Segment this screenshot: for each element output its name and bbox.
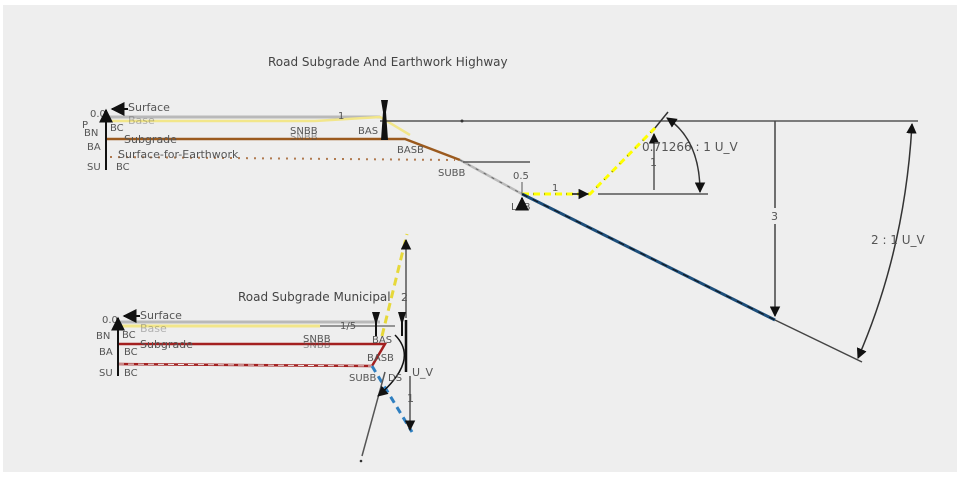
- m-code-bc2-label: BC: [124, 347, 138, 358]
- code-bn-label: BN: [84, 128, 98, 139]
- municipal-extension-line: [361, 371, 386, 457]
- m-uv-label: U_V: [412, 366, 434, 379]
- m-code-bc-label: BC: [122, 330, 136, 341]
- top-width-label: 1: [338, 111, 344, 122]
- m-code-su-label: SU: [99, 368, 113, 379]
- offset-label: 0.5: [513, 171, 529, 182]
- fill-depth-label-bg: [768, 208, 782, 224]
- m-point-bas: BAS: [372, 335, 392, 346]
- point-lab: LAB: [511, 202, 531, 213]
- m-point-ds: DS: [388, 373, 402, 384]
- municipal-depth-label: 1: [407, 392, 414, 405]
- back-slope-extension: [654, 111, 669, 129]
- highway-title: Road Subgrade And Earthwork Highway: [268, 55, 508, 69]
- municipal-angle-arc: [377, 334, 406, 397]
- back-slope-ratio-label: 0.71266 : 1 U_V: [642, 140, 739, 154]
- highway-ditch-line[interactable]: [522, 126, 657, 196]
- highway-subassembly[interactable]: Road Subgrade And Earthwork Highway 0.5 …: [82, 55, 926, 363]
- m-top-ratio-label: 1/5: [340, 321, 356, 332]
- subgrade-label: Subgrade: [124, 133, 177, 146]
- code-00-label: 0.0: [90, 109, 106, 120]
- code-bc-label: BC: [110, 123, 124, 134]
- m-base-label: Base: [140, 322, 167, 335]
- base-label: Base: [128, 114, 155, 127]
- surface-earthwork-label: Surface-for-Earthwork: [118, 148, 239, 161]
- ditch-width-label: 1: [552, 183, 558, 194]
- fill-depth-label: 3: [771, 210, 778, 223]
- municipal-curb-line[interactable]: [380, 233, 409, 337]
- highway-subgrade-line[interactable]: [106, 137, 461, 162]
- canvas-panel: [3, 5, 957, 472]
- municipal-subgrade-outline[interactable]: [117, 342, 388, 368]
- point-snbb-shadow: SNBB: [290, 132, 318, 143]
- m-curb-marker-icon[interactable]: [372, 312, 380, 336]
- code-p-label: P: [82, 120, 88, 131]
- m-subgrade-label: Subgrade: [140, 338, 193, 351]
- fill-slope-ratio-label: 2 : 1 U_V: [871, 233, 926, 247]
- highway-ditch-dots: [522, 127, 656, 195]
- m-code-ba-label: BA: [99, 347, 113, 358]
- m-point-snbb: SNBB: [303, 334, 331, 345]
- m-curb-marker2-icon: [398, 312, 406, 336]
- bas-marker-icon[interactable]: [381, 100, 388, 140]
- municipal-end-point: [359, 459, 363, 463]
- point-subb: SUBB: [438, 168, 466, 179]
- m-surface-label: Surface: [140, 309, 182, 322]
- m-point-subb: SUBB: [349, 373, 377, 384]
- municipal-height-label: 2: [401, 291, 408, 304]
- m-code-00-label: 0.0: [102, 315, 118, 326]
- m-point-basb: BASB: [367, 353, 394, 364]
- highway-base-line[interactable]: [106, 115, 411, 137]
- code-su-label: SU: [87, 162, 101, 173]
- municipal-subassembly[interactable]: Road Subgrade Municipal 2 1 0.0 BN BC BA…: [96, 233, 434, 463]
- m-code-bn-label: BN: [96, 331, 110, 342]
- back-slope-angle-arc: [666, 117, 706, 194]
- municipal-subgrade-dash: [117, 363, 373, 367]
- highway-fill-slope-line[interactable]: [521, 192, 776, 322]
- fill-slope-extension: [774, 319, 863, 363]
- reference-point: [460, 119, 464, 123]
- fill-slope-angle-arc: [856, 122, 917, 359]
- point-snbb: SNBB: [290, 126, 318, 137]
- highway-subb-slope-dash: [459, 159, 523, 195]
- m-point-snbb-shadow: SNBB: [303, 340, 331, 351]
- highway-earthwork-line[interactable]: [109, 156, 456, 161]
- point-basb: BASB: [397, 145, 424, 156]
- code-bc2-label: BC: [116, 162, 130, 173]
- surface-label: Surface: [128, 101, 170, 114]
- back-slope-height-label: 1: [650, 156, 657, 169]
- code-ba-label: BA: [87, 142, 101, 153]
- point-bas: BAS: [358, 126, 378, 137]
- municipal-title: Road Subgrade Municipal: [238, 290, 391, 304]
- m-code-bc3-label: BC: [124, 368, 138, 379]
